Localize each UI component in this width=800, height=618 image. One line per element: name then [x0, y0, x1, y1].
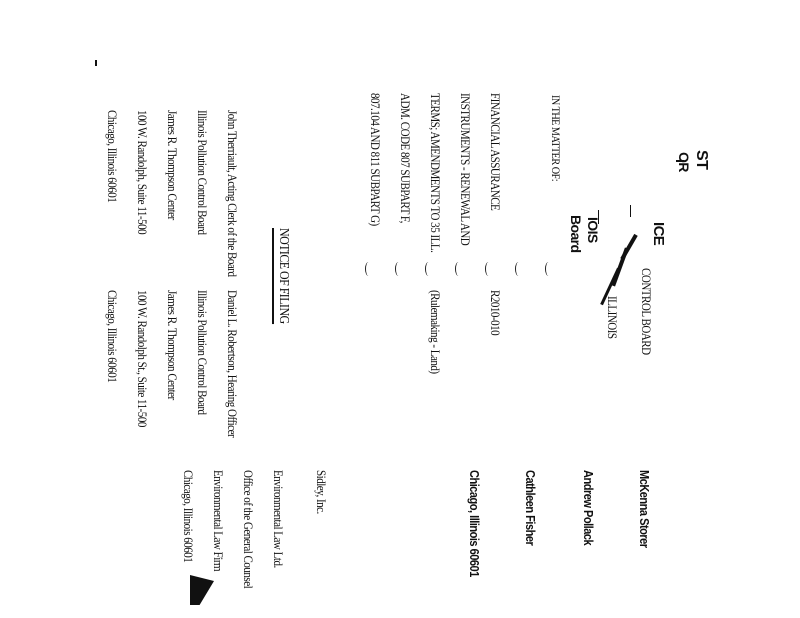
recipient-line-degraded: Chicago, Illinois 60601 — [467, 470, 482, 577]
caption-line: TERMS; AMENDMENTS TO 35 ILL. — [428, 93, 443, 253]
scan-artifact — [95, 60, 97, 66]
caption-matter: IN THE MATTER OF: — [549, 95, 563, 182]
stamp-fragment: Board — [568, 215, 584, 253]
caption-bracket — [485, 262, 492, 276]
recipient-line: John Therriault, Acting Clerk of the Boa… — [225, 110, 240, 277]
header-state-line: ILLINOIS — [605, 296, 620, 339]
recipient-line-degraded: Cathleen Fisher — [523, 470, 538, 546]
recipient-line: Sidley, Inc. — [314, 470, 329, 514]
recipient-line: James R. Thompson Center — [165, 110, 180, 220]
caption-line: INSTRUMENTS - RENEWAL AND — [458, 93, 473, 246]
caption-line: ADM. CODE 807 SUBPART F, — [398, 93, 413, 223]
stamp-mark — [630, 205, 631, 217]
recipient-line: Illinois Pollution Control Board — [195, 110, 210, 235]
caption-bracket — [395, 262, 402, 276]
recipient-line: Environmental Law Firm — [211, 470, 226, 572]
scan-artifact — [190, 575, 214, 605]
recipient-line: Illinois Pollution Control Board — [195, 290, 210, 415]
caption-bracket — [545, 262, 552, 276]
recipient-line: Chicago, Illinois 60601 — [105, 290, 120, 383]
stamp-fragment: IOIS — [585, 217, 601, 243]
stamp-mark — [676, 160, 684, 162]
recipient-line-degraded: Andrew Pollack — [581, 470, 596, 546]
stamp-mark — [598, 210, 599, 224]
recipient-line: Office of the General Counsel — [241, 470, 256, 589]
recipient-line: Daniel L. Robertson, Hearing Officer — [225, 290, 240, 438]
case-type: (Rulemaking - Land) — [428, 290, 443, 374]
recipient-line-degraded: McKenna Storer — [637, 470, 652, 548]
case-number: R2010-010 — [488, 290, 503, 336]
header-board-line: CONTROL BOARD — [639, 268, 654, 355]
recipient-line: 100 W. Randolph, Suite 11-500 — [135, 110, 150, 235]
caption-bracket — [515, 262, 522, 276]
caption-line: 807.104 AND 811 SUBPART G) — [368, 93, 383, 226]
recipient-line: 100 W. Randolph St., Suite 11-500 — [135, 290, 150, 427]
recipient-line: James R. Thompson Center — [165, 290, 180, 400]
stamp-fragment: OR — [676, 152, 692, 172]
stamp-fragment: ICE — [650, 222, 667, 246]
notice-title: NOTICE OF FILING — [272, 228, 291, 324]
recipient-line: Chicago, Illinois 60601 — [105, 110, 120, 203]
recipient-line: Environmental Law Ltd. — [271, 470, 286, 568]
caption-bracket — [455, 262, 462, 276]
caption-bracket — [365, 262, 372, 276]
recipient-line: Chicago, Illinois 60601 — [181, 470, 196, 563]
caption-line: FINANCIAL ASSURANCE — [488, 93, 503, 211]
caption-bracket — [425, 262, 432, 276]
stamp-fragment: ST — [693, 150, 710, 170]
